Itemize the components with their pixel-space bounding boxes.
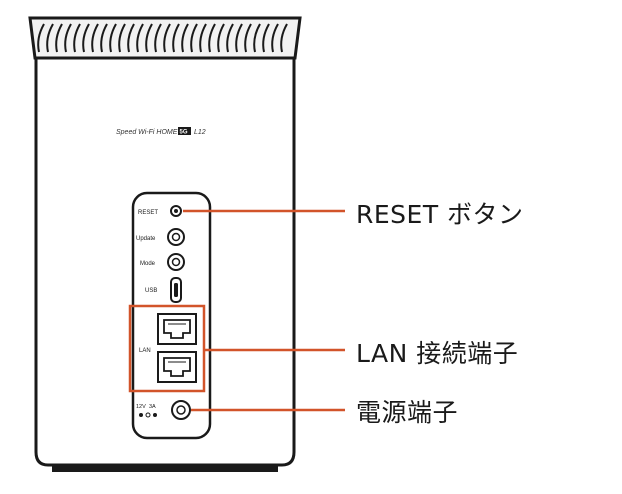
vent-fin (199, 23, 207, 53)
lan-port-2[interactable] (157, 351, 197, 383)
callout-lan-ports: LAN 接続端子 (356, 339, 519, 368)
lan-label: LAN (139, 348, 151, 354)
top-vent-cap (28, 16, 302, 60)
model-label: Speed Wi-Fi HOME 5G L12 (116, 127, 206, 136)
model-prefix: Speed Wi-Fi HOME (116, 129, 178, 136)
usb-port[interactable] (170, 277, 182, 303)
vent-fin (208, 23, 216, 53)
lan-highlight-box (128, 304, 206, 393)
reset-label: RESET (138, 210, 158, 216)
router-base (52, 465, 278, 472)
mode-button[interactable] (167, 253, 185, 271)
vent-fin (163, 23, 171, 53)
vent-fin (190, 23, 198, 53)
vent-fin (118, 23, 126, 53)
reset-button[interactable] (170, 205, 182, 217)
vent-fins (37, 23, 288, 53)
power-label: 12V (136, 404, 146, 410)
update-button[interactable] (167, 228, 185, 246)
vent-fin (100, 23, 108, 53)
vent-fin (262, 23, 270, 53)
vent-fin (172, 23, 180, 53)
callout-power-port: 電源端子 (356, 398, 459, 427)
vent-fin (109, 23, 117, 53)
model-suffix: L12 (194, 129, 206, 136)
vent-fin (127, 23, 135, 53)
lan-port-1[interactable] (157, 313, 197, 345)
vent-fin (271, 23, 279, 53)
update-label: Update (136, 236, 156, 242)
model-badge-box (178, 127, 191, 135)
mode-label: Mode (140, 261, 156, 267)
vent-fin (64, 23, 72, 53)
vent-fin (181, 23, 189, 53)
vent-fin (253, 23, 261, 53)
vent-fin (46, 23, 54, 53)
vent-fin (145, 23, 153, 53)
power-rating-label: 3A (149, 404, 156, 410)
vent-fin (244, 23, 252, 53)
power-port[interactable] (171, 400, 191, 420)
port-panel: RESET Update Mode USB LAN (128, 191, 212, 440)
power-polarity-icon (139, 412, 157, 418)
vent-fin (91, 23, 99, 53)
callout-reset-button: RESET ボタン (356, 200, 524, 229)
vent-fin (136, 23, 144, 53)
vent-fin (280, 23, 288, 53)
vent-fin (82, 23, 90, 53)
vent-fin (154, 23, 162, 53)
vent-fin (73, 23, 81, 53)
usb-label: USB (145, 288, 157, 294)
vent-fin (235, 23, 243, 53)
vent-fin (37, 23, 45, 53)
vent-fin (226, 23, 234, 53)
model-badge: 5G (180, 130, 188, 136)
vent-fin (217, 23, 225, 53)
vent-fin (55, 23, 63, 53)
